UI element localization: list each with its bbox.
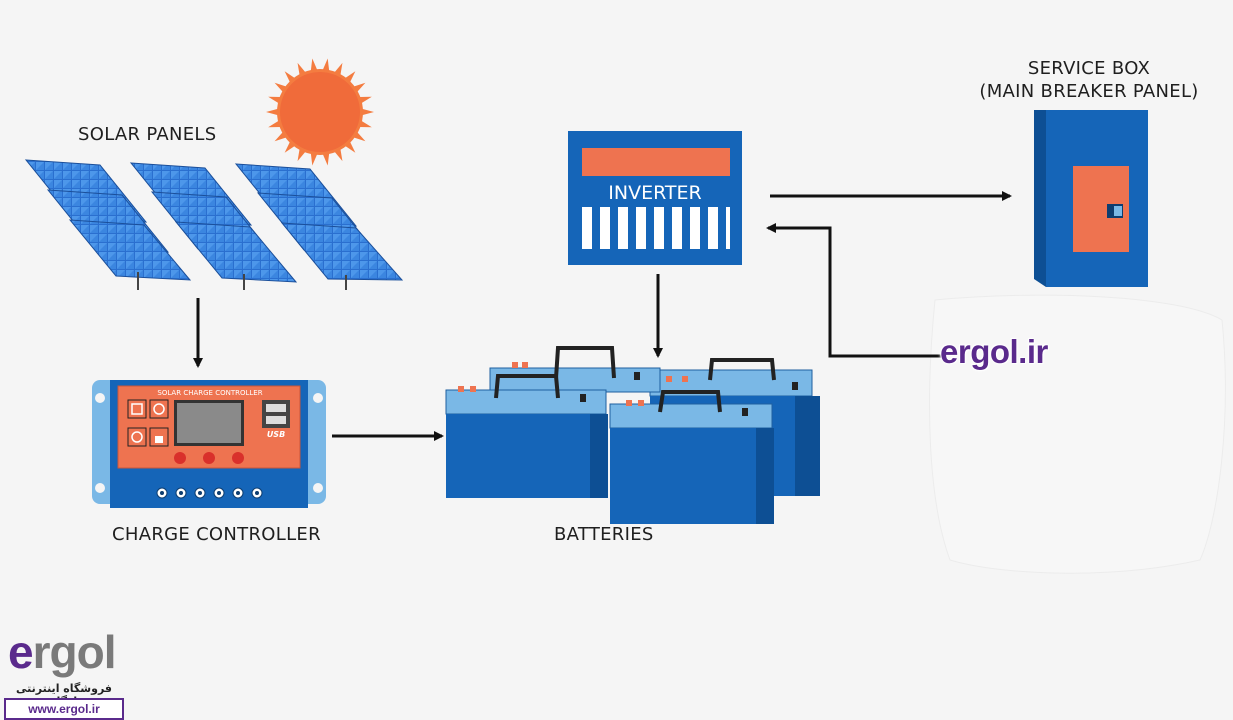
- charge-controller-icon: SOLAR CHARGE CONTROLLER USB: [92, 380, 326, 508]
- solar-panels-icon: [24, 159, 404, 290]
- sun-ray: [297, 62, 306, 76]
- sun-ray: [268, 96, 281, 104]
- inverter-label: INVERTER: [608, 182, 701, 204]
- arrow-service-to-inverter: [766, 223, 945, 358]
- logo-letter-e: e: [8, 626, 34, 678]
- sun-icon: [266, 58, 374, 166]
- sun-ray: [310, 152, 318, 166]
- background-smudge: [929, 294, 1226, 574]
- inverter-icon: INVERTER: [568, 131, 742, 265]
- label-service-box: SERVICE BOX: [1027, 58, 1151, 79]
- usb-label: USB: [267, 430, 285, 439]
- logo-wordmark: ergol: [8, 626, 117, 678]
- sun-ray: [334, 62, 343, 76]
- label-batteries: BATTERIES: [554, 524, 654, 545]
- sun-ray: [359, 96, 372, 104]
- batteries-icon: [445, 346, 820, 524]
- sun-ray: [322, 58, 330, 72]
- sun-ray: [310, 58, 318, 72]
- logo-url: www.ergol.ir: [4, 698, 124, 720]
- sun-ray: [268, 120, 281, 128]
- sun-ray: [334, 148, 343, 162]
- sun-ray: [359, 120, 372, 128]
- sun-ray: [266, 108, 279, 116]
- sun-ray: [361, 108, 374, 116]
- logo-letters: rgol: [32, 626, 117, 678]
- label-service-box-subtitle: (MAIN BREAKER PANEL): [979, 81, 1199, 102]
- service-box-icon: [1034, 110, 1148, 287]
- label-charge-controller: CHARGE CONTROLLER: [112, 524, 321, 545]
- controller-header: SOLAR CHARGE CONTROLLER: [157, 389, 262, 397]
- sun-ray: [297, 148, 306, 162]
- label-solar-panels: SOLAR PANELS: [78, 124, 217, 145]
- sun-ray: [322, 152, 330, 166]
- ergol-logo: ergol فروشگاه اینترنتی ارگل www.ergol.ir: [0, 628, 126, 720]
- watermark-ergol: ergol.ir: [940, 333, 1048, 370]
